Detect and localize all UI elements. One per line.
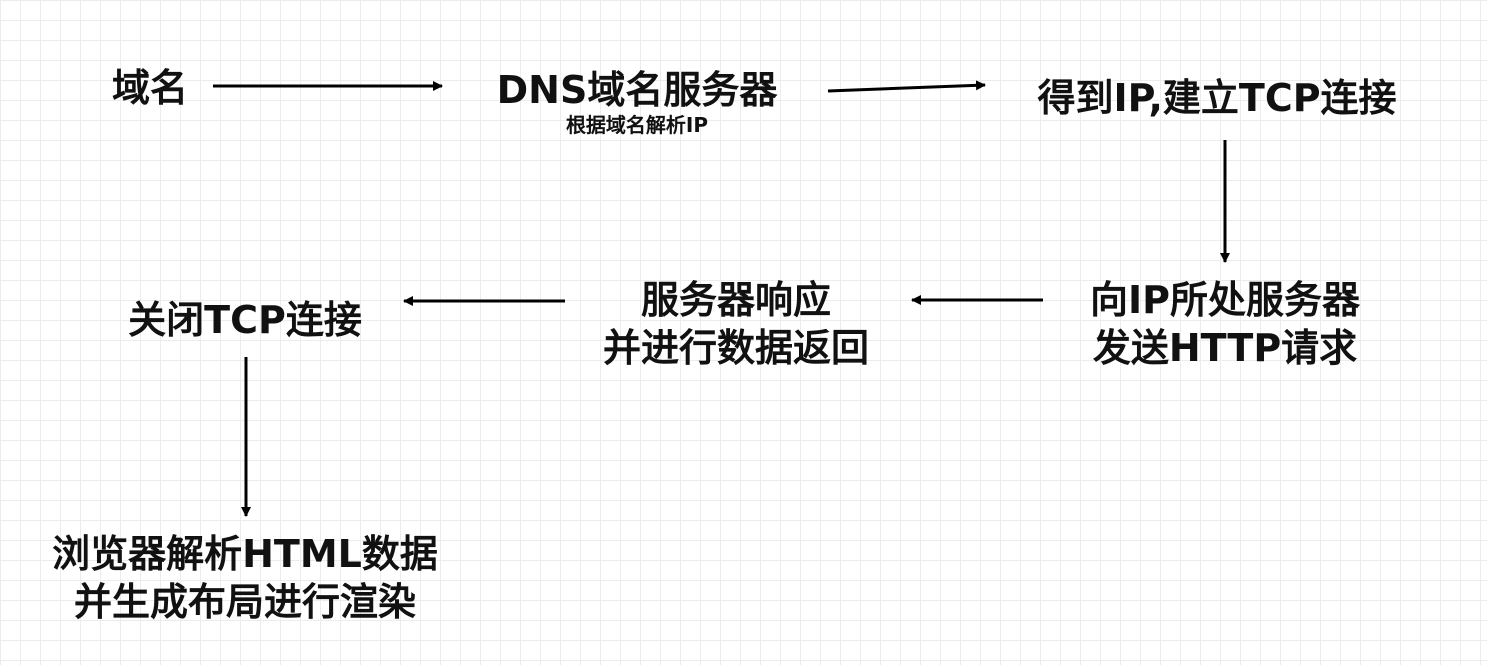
node-tcp-connect: 得到IP,建立TCP连接: [1037, 74, 1396, 122]
node-http-request-line1: 向IP所处服务器: [1090, 278, 1360, 322]
node-tcp-close-label: 关闭TCP连接: [128, 298, 362, 342]
node-browser-render-line1: 浏览器解析HTML数据: [52, 532, 438, 576]
node-server-response-line2: 并进行数据返回: [602, 326, 870, 370]
node-domain: 域名: [112, 64, 188, 112]
edge-dns-to-tcp-connect: [827, 80, 986, 93]
node-tcp-connect-label: 得到IP,建立TCP连接: [1037, 76, 1397, 120]
node-dns-server: DNS域名服务器 根据域名解析IP: [497, 66, 778, 138]
node-dns-server-caption: 根据域名解析IP: [565, 113, 709, 137]
node-domain-label: 域名: [111, 66, 189, 110]
node-server-response: 服务器响应 并进行数据返回: [603, 276, 869, 372]
node-tcp-close: 关闭TCP连接: [128, 296, 362, 344]
node-browser-render-line2: 并生成布局进行渲染: [73, 580, 417, 624]
node-server-response-line1: 服务器响应: [640, 278, 832, 322]
node-browser-render: 浏览器解析HTML数据 并生成布局进行渲染: [52, 530, 438, 626]
node-http-request-line2: 发送HTTP请求: [1092, 326, 1358, 370]
node-http-request: 向IP所处服务器 发送HTTP请求: [1090, 276, 1360, 372]
node-dns-server-label: DNS域名服务器: [496, 68, 778, 112]
